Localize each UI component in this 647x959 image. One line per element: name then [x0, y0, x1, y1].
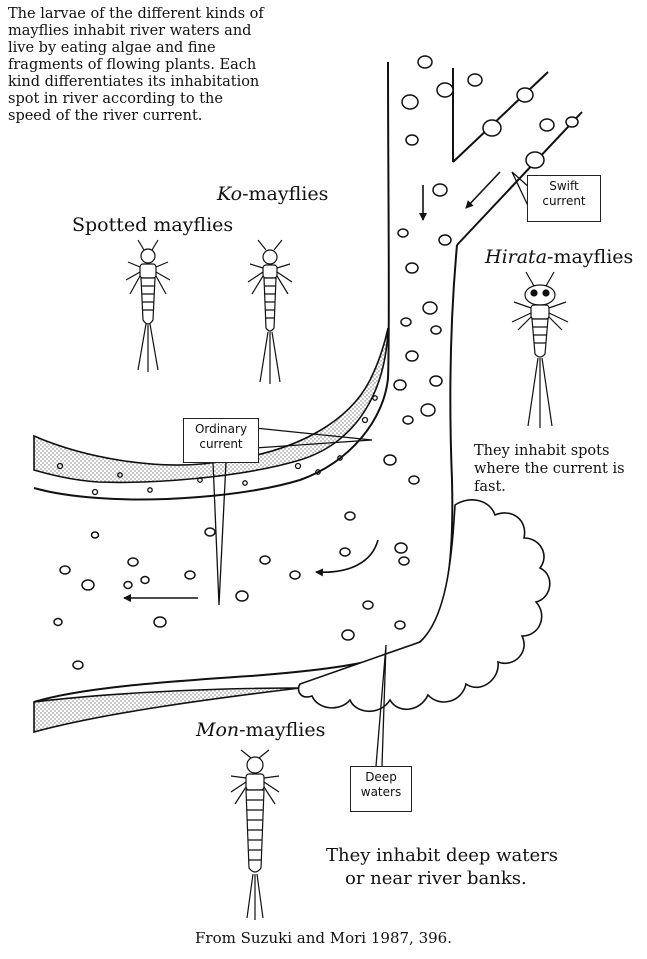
deep-waters-line2: waters: [360, 785, 402, 799]
ordinary-current-callout: Ordinary current: [183, 418, 259, 463]
deep-pointer: [375, 644, 387, 767]
source-citation: From Suzuki and Mori 1987, 396.: [195, 929, 452, 947]
sand-bar-lower: [33, 687, 301, 734]
spotted-mayfly-larva: [125, 239, 171, 372]
hirata-mayflies-label-italic: Hirata: [485, 246, 548, 268]
swift-current-line1: Swift: [549, 179, 579, 193]
mon-mayflies-label-rest: -mayflies: [239, 719, 326, 741]
deep-waters-line1: Deep: [365, 770, 397, 784]
intro-text: The larvae of the different kinds of may…: [8, 6, 264, 124]
sand-bar-pebbles: [56, 395, 378, 496]
ko-mayfly-larva: [247, 239, 293, 384]
hirata-mayflies-label: Hirata-mayflies: [485, 246, 633, 268]
callout-pointers: [212, 171, 531, 767]
flow-arrows: [123, 171, 501, 602]
sand-bars: [33, 327, 389, 734]
swift-current-callout: Swift current: [527, 175, 601, 222]
flow-arrow-bend: [315, 539, 379, 577]
ordinary-pointer-down: [212, 461, 227, 606]
larva-shapes: [125, 239, 569, 920]
ordinary-current-line2: current: [199, 437, 243, 451]
hirata-mayflies-label-rest: -mayflies: [547, 246, 634, 268]
deep-waters-callout: Deep waters: [350, 766, 412, 812]
tributary-bank-upper: [452, 68, 549, 163]
ordinary-current-line1: Ordinary: [194, 422, 248, 436]
river-pebbles: [53, 55, 579, 670]
river-bank-left-main: [33, 61, 390, 501]
hirata-mayfly-larva: [511, 271, 569, 428]
mon-mayflies-label: Mon-mayflies: [196, 719, 325, 741]
ko-mayflies-label-rest: -mayflies: [242, 183, 329, 205]
fast-current-caption: They inhabit spots where the current is …: [474, 443, 625, 495]
swift-pointer: [511, 171, 531, 211]
swift-current-line2: current: [542, 194, 586, 208]
deep-waters-caption-line2: or near river banks.: [345, 868, 527, 889]
sand-bar-upper: [33, 327, 389, 484]
flow-arrow-tributary: [465, 171, 501, 209]
mon-mayflies-label-italic: Mon: [196, 719, 240, 741]
scalloped-bank: [297, 499, 551, 713]
ko-mayflies-label-italic: Ko: [217, 183, 243, 205]
deep-waters-caption-line1: They inhabit deep waters: [326, 845, 558, 866]
spotted-mayflies-label: Spotted mayflies: [72, 214, 234, 236]
ko-mayflies-label: Ko-mayflies: [217, 183, 328, 205]
ordinary-pointer-right: [254, 427, 373, 449]
mon-mayfly-larva: [230, 749, 280, 920]
